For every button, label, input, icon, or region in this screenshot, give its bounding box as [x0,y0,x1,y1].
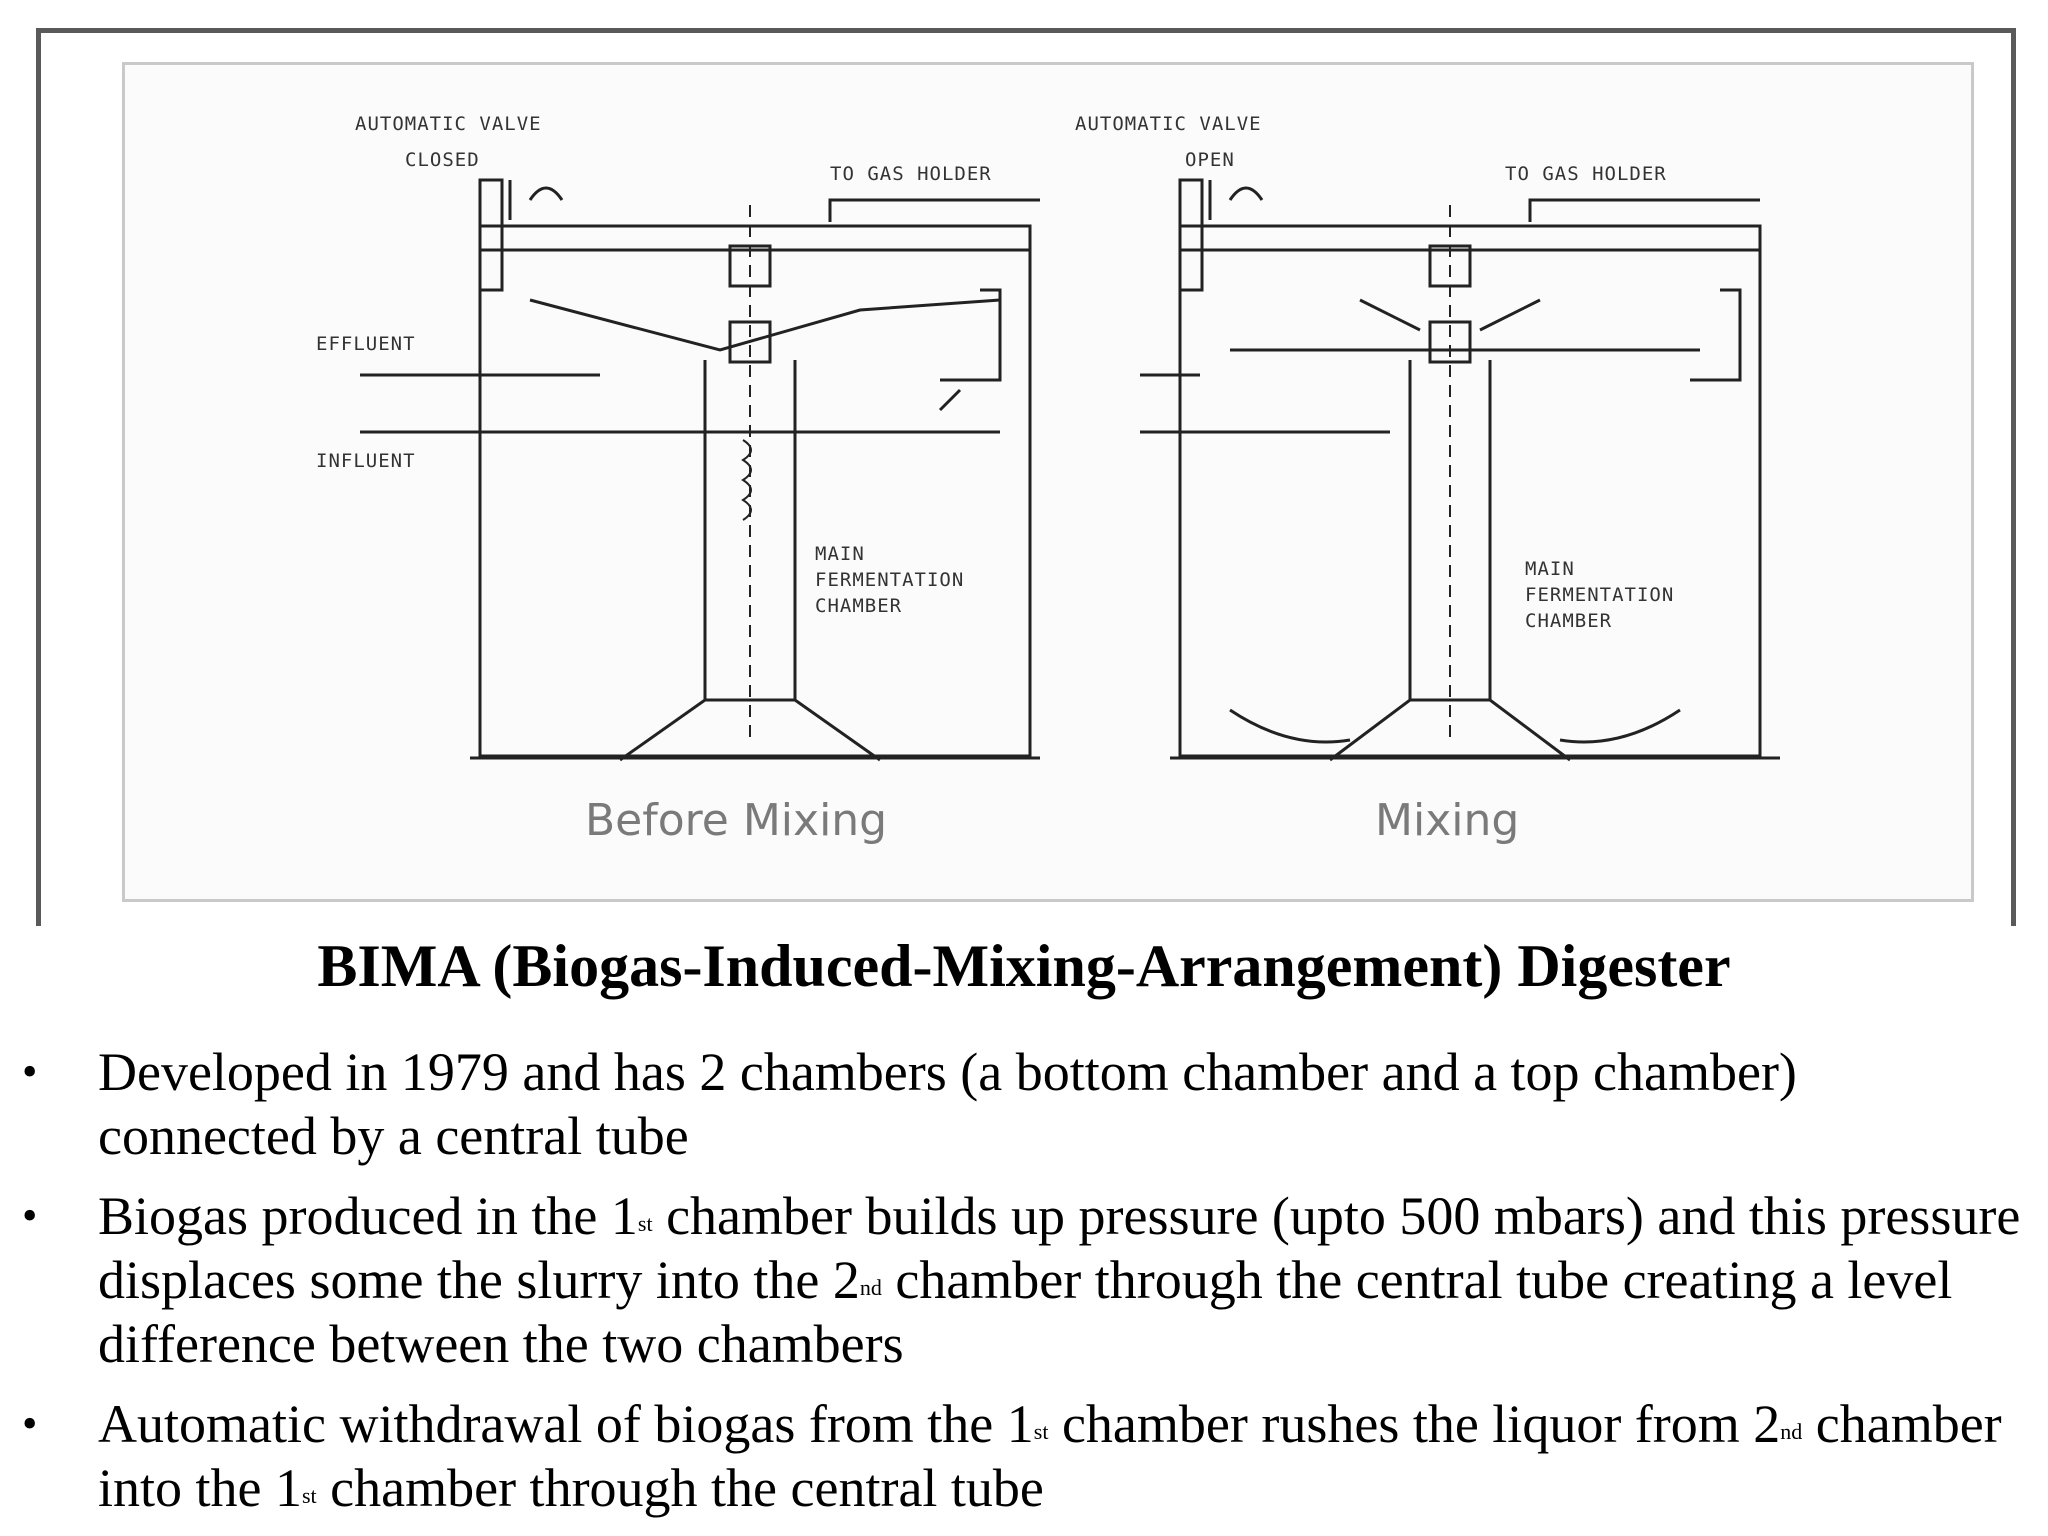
bima-digester-diagram: AUTOMATIC VALVE CLOSED TO GAS HOLDER EFF… [316,113,1780,846]
ordinal-suffix: st [637,1211,653,1236]
ordinal-suffix: st [301,1483,317,1508]
bullet-text: Developed in 1979 and has 2 chambers (a … [98,1042,1797,1166]
left-valve-label: AUTOMATIC VALVE [355,113,542,135]
influent-label: INFLUENT [316,450,416,472]
ordinal-suffix: nd [1780,1419,1803,1444]
right-digester [1140,178,1780,762]
right-chamber-label-3: CHAMBER [1525,610,1612,632]
left-chamber-label-1: MAIN [815,543,865,565]
left-chamber-label-3: CHAMBER [815,595,902,617]
bullet-item: • Biogas produced in the 1st chamber bui… [0,1184,2048,1376]
bullet-text-part: Automatic withdrawal of biogas from the … [98,1394,1034,1454]
right-chamber-label-1: MAIN [1525,558,1575,580]
left-chamber-label-2: FERMENTATION [815,569,964,591]
slide-title: BIMA (Biogas-Induced-Mixing-Arrangement)… [317,933,1731,999]
right-chamber-label-2: FERMENTATION [1525,584,1674,606]
bullet-text-part: chamber through the central tube [316,1458,1044,1518]
bullet-text-part: chamber through the central tube creatin… [98,1250,1953,1374]
left-valve-state: CLOSED [405,149,480,171]
right-valve-state: OPEN [1185,149,1235,171]
left-gas-holder-label: TO GAS HOLDER [830,163,992,185]
bullet-dot: • [22,1399,38,1448]
bullet-dot: • [22,1191,38,1240]
effluent-label: EFFLUENT [316,333,416,355]
bullet-item: • Automatic withdrawal of biogas from th… [0,1392,2048,1520]
figure-panel [122,62,1974,902]
bullet-dot: • [22,1047,38,1096]
left-caption: Before Mixing [585,795,887,846]
bullet-list: • Developed in 1979 and has 2 chambers (… [0,1040,2048,1536]
bullet-text-part: chamber rushes the liquor from 2 [1048,1394,1781,1454]
bullet-text-part: chamber builds up pressure (upto 500 mba… [98,1186,2021,1310]
bullet-item: • Developed in 1979 and has 2 chambers (… [0,1040,2048,1168]
right-gas-holder-label: TO GAS HOLDER [1505,163,1667,185]
right-valve-label: AUTOMATIC VALVE [1075,113,1262,135]
ordinal-suffix: st [1033,1419,1049,1444]
bullet-text-part: chamber into the 1 [98,1394,2002,1518]
bullet-text-part: Biogas produced in the 1 [98,1186,638,1246]
right-caption: Mixing [1375,795,1519,846]
ordinal-suffix: nd [859,1275,882,1300]
left-digester [360,178,1040,762]
